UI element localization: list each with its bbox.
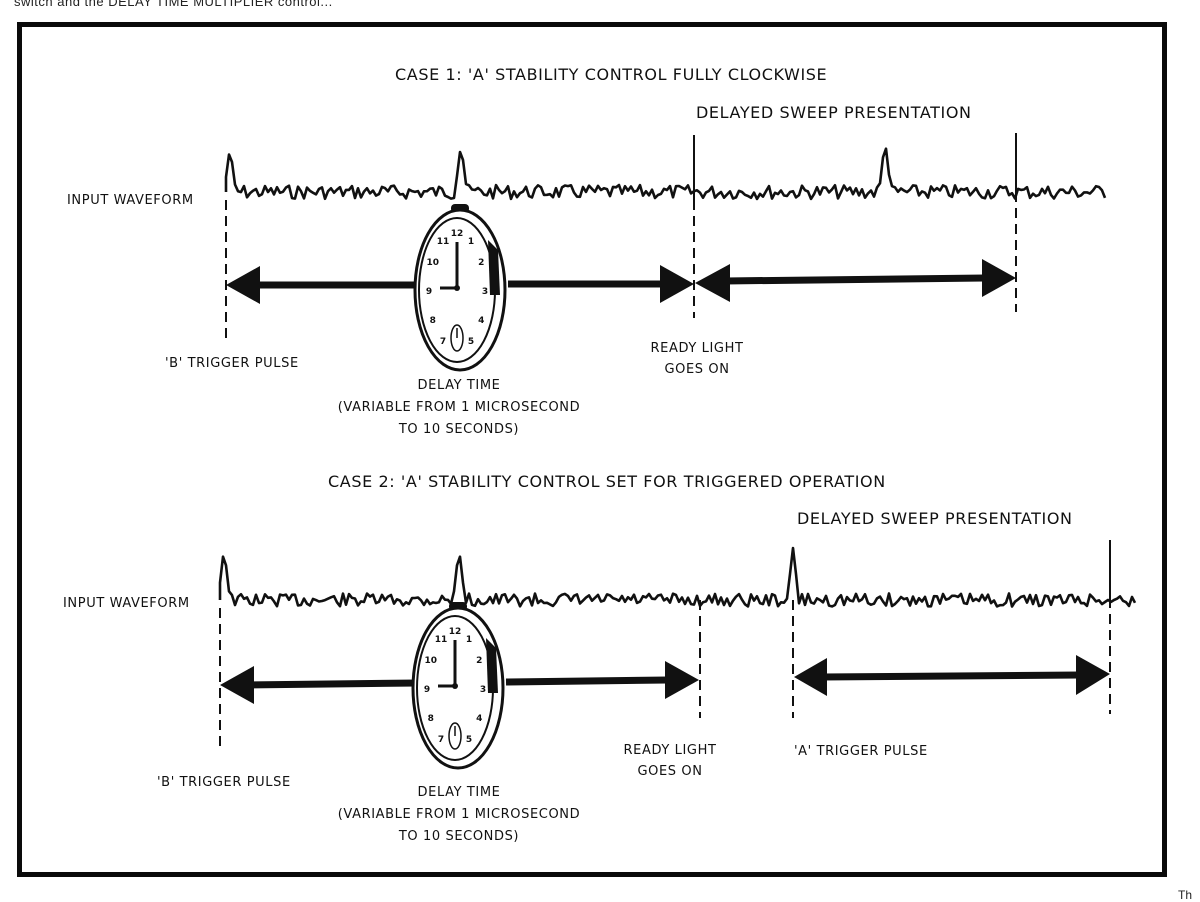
case-1-ready-label-2: GOES ON bbox=[664, 362, 729, 377]
stopwatch-numeral: 4 bbox=[476, 714, 482, 724]
stopwatch-numeral: 7 bbox=[440, 337, 446, 347]
case-2-ready-label-2: GOES ON bbox=[637, 764, 702, 779]
case-1-input-waveform bbox=[224, 147, 1107, 201]
case-2-title: CASE 2: 'A' STABILITY CONTROL SET FOR TR… bbox=[328, 472, 886, 491]
case-1-waveform-label: INPUT WAVEFORM bbox=[67, 193, 194, 208]
stopwatch-numeral: 1 bbox=[468, 237, 474, 247]
case-1-delay-arrowhead-left bbox=[226, 266, 260, 304]
case-2-delay-arrowhead-right bbox=[665, 661, 699, 699]
stopwatch-numeral: 4 bbox=[478, 316, 484, 326]
case-1-sweep-arrowhead-left bbox=[695, 264, 730, 302]
stopwatch-numeral: 3 bbox=[482, 287, 488, 297]
stopwatch-numeral: 9 bbox=[426, 287, 432, 297]
stopwatch-numeral: 12 bbox=[449, 627, 462, 637]
case-1-delay-label-1: DELAY TIME bbox=[418, 378, 501, 393]
stopwatch-side-band bbox=[488, 240, 500, 295]
case-2-sweep-label: DELAYED SWEEP PRESENTATION bbox=[797, 509, 1073, 528]
page-header-text: switch and the DELAY TIME MULTIPLIER con… bbox=[14, 0, 333, 9]
stopwatch-numeral: 12 bbox=[451, 229, 464, 239]
case-2-waveform-label: INPUT WAVEFORM bbox=[63, 596, 190, 611]
stopwatch-numeral: 5 bbox=[468, 337, 474, 347]
stopwatch-numeral: 11 bbox=[437, 237, 450, 247]
case-1-delay-label-3: TO 10 SECONDS) bbox=[398, 422, 519, 437]
stopwatch-side-band bbox=[486, 638, 498, 693]
stopwatch-subdial bbox=[450, 324, 464, 352]
stopwatch-numeral: 9 bbox=[424, 685, 430, 695]
case-1-ready-label-1: READY LIGHT bbox=[651, 341, 744, 356]
stopwatch-numeral: 2 bbox=[476, 656, 482, 666]
case-2-a-trigger-label: 'A' TRIGGER PULSE bbox=[794, 744, 928, 759]
case-1-b-trigger-label: 'B' TRIGGER PULSE bbox=[165, 356, 299, 371]
case-2-delay-label-2: (VARIABLE FROM 1 MICROSECOND bbox=[338, 807, 581, 822]
case-2-sweep-arrowhead-right bbox=[1076, 655, 1110, 695]
case-2-delay-label-3: TO 10 SECONDS) bbox=[398, 829, 519, 844]
stopwatch-numeral: 5 bbox=[466, 735, 472, 745]
figure-frame bbox=[17, 22, 1167, 877]
case-1-title: CASE 1: 'A' STABILITY CONTROL FULLY CLOC… bbox=[395, 65, 827, 84]
stopwatch-hub bbox=[452, 683, 458, 689]
case-2-delay-arrowhead-left bbox=[220, 666, 254, 704]
stopwatch-numeral: 1 bbox=[466, 635, 472, 645]
stopwatch-numeral: 3 bbox=[480, 685, 486, 695]
case-2-ready-label-1: READY LIGHT bbox=[624, 743, 717, 758]
page-footer-text: Th bbox=[1177, 888, 1192, 902]
stopwatch-numeral: 10 bbox=[425, 656, 438, 666]
case-2: CASE 2: 'A' STABILITY CONTROL SET FOR TR… bbox=[63, 472, 1137, 844]
stopwatch-numeral: 11 bbox=[435, 635, 448, 645]
stopwatch-numeral: 10 bbox=[427, 258, 440, 268]
case-2-sweep-arrow-shaft bbox=[821, 671, 1081, 681]
stopwatch-numeral: 7 bbox=[438, 735, 444, 745]
case-1-delay-label-2: (VARIABLE FROM 1 MICROSECOND bbox=[338, 400, 581, 415]
case-2-delay-arrow-left-shaft bbox=[244, 679, 419, 689]
case-2-delay-arrow-right-shaft bbox=[505, 676, 669, 686]
case-2-sweep-arrowhead-left bbox=[794, 658, 827, 696]
case-1-sweep-arrowhead-right bbox=[982, 259, 1016, 297]
case-2-b-trigger-label: 'B' TRIGGER PULSE bbox=[157, 775, 291, 790]
case-2-input-waveform bbox=[218, 546, 1137, 608]
stopwatch-numeral: 8 bbox=[428, 714, 434, 724]
case-1-sweep-label: DELAYED SWEEP PRESENTATION bbox=[696, 103, 972, 122]
stopwatch-subdial bbox=[448, 722, 462, 750]
case-1-sweep-arrow-shaft bbox=[724, 274, 986, 285]
case-1: CASE 1: 'A' STABILITY CONTROL FULLY CLOC… bbox=[67, 65, 1107, 437]
case-2-delay-label-1: DELAY TIME bbox=[418, 785, 501, 800]
case-1-delay-arrowhead-right bbox=[660, 265, 694, 303]
stopwatch-numeral: 8 bbox=[430, 316, 436, 326]
stopwatch-numeral: 2 bbox=[478, 258, 484, 268]
stopwatch-hub bbox=[454, 285, 460, 291]
